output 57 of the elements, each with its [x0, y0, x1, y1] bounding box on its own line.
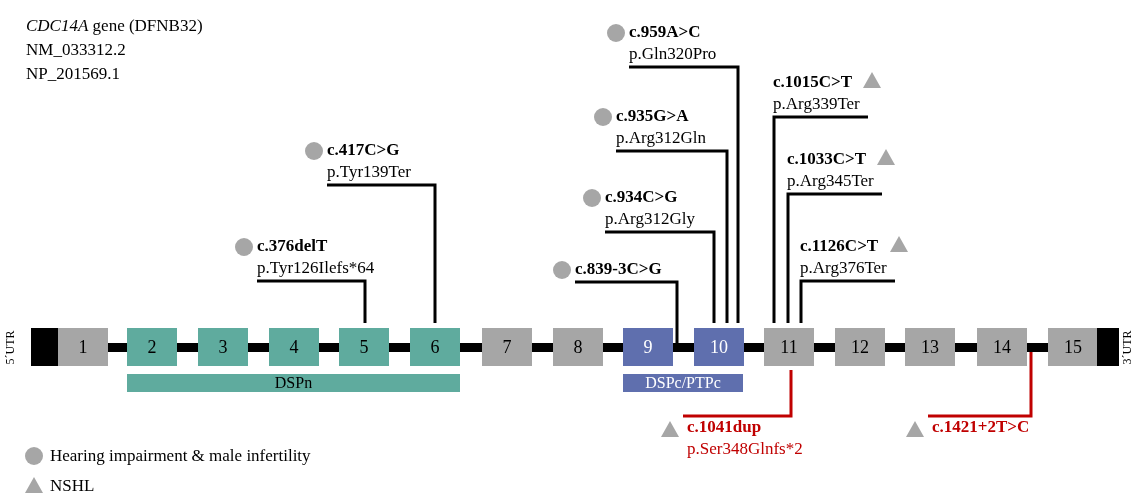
exon-box: 7	[482, 328, 532, 366]
leader-line	[799, 279, 895, 323]
protein-change: p.Arg312Gln	[616, 127, 706, 149]
domain-bar: DSPn	[127, 374, 460, 392]
legend-text: NSHL	[50, 475, 95, 497]
exon-box: 5	[339, 328, 389, 366]
exon-box: 12	[835, 328, 885, 366]
leader-line	[772, 115, 868, 323]
variant-name: c.376delT	[257, 235, 329, 257]
exon-box: 14	[977, 328, 1027, 366]
leader-line	[605, 230, 716, 323]
variant-name: c.959A>C	[629, 21, 702, 43]
exon-box: 15	[1048, 328, 1098, 366]
variant-name: c.1041dup	[687, 416, 763, 438]
protein-change: p.Arg339Ter	[773, 93, 860, 115]
leader-line	[928, 352, 1033, 418]
variant-name: c.935G>A	[616, 105, 690, 127]
leader-line	[629, 65, 740, 323]
protein-change: p.Tyr139Ter	[327, 161, 411, 183]
variant-name: c.1126C>T	[800, 235, 880, 257]
variant-name: c.839-3C>G	[575, 258, 662, 280]
variant-name: c.1033C>T	[787, 148, 868, 170]
exon-box: 8	[553, 328, 603, 366]
leader-line	[575, 280, 679, 343]
accession-label: NP_201569.1	[26, 63, 120, 85]
utr-block	[1097, 328, 1119, 366]
exon-box: 1	[58, 328, 108, 366]
exon-box: 6	[410, 328, 460, 366]
protein-change: p.Arg312Gly	[605, 208, 695, 230]
leader-line	[683, 370, 793, 418]
protein-change: p.Arg376Ter	[800, 257, 887, 279]
utr-label: 3´UTR	[1120, 329, 1134, 367]
exon-box: 9	[623, 328, 673, 366]
exon-box: 10	[694, 328, 744, 366]
leader-line	[257, 279, 367, 323]
variant-name: c.1015C>T	[773, 71, 854, 93]
leader-line	[327, 183, 437, 323]
exon-box: 4	[269, 328, 319, 366]
leader-line	[616, 149, 729, 323]
legend-text: Hearing impairment & male infertility	[50, 445, 311, 467]
protein-change: p.Arg345Ter	[787, 170, 874, 192]
exon-box: 13	[905, 328, 955, 366]
leader-line	[786, 192, 882, 323]
accession-label: NM_033312.2	[26, 39, 126, 61]
protein-change: p.Tyr126Ilefs*64	[257, 257, 375, 279]
variant-name: c.934C>G	[605, 186, 679, 208]
utr-block	[31, 328, 58, 366]
exon-box: 3	[198, 328, 248, 366]
protein-change: p.Ser348Glnfs*2	[687, 438, 803, 460]
gene-title: CDC14A gene (DFNB32)	[26, 15, 203, 37]
variant-name: c.1421+2T>C	[932, 416, 1030, 438]
variant-name: c.417C>G	[327, 139, 401, 161]
utr-label: 5´UTR	[3, 329, 17, 367]
protein-change: p.Gln320Pro	[629, 43, 717, 65]
exon-box: 2	[127, 328, 177, 366]
domain-bar: DSPc/PTPc	[623, 374, 743, 392]
exon-box: 11	[764, 328, 814, 366]
